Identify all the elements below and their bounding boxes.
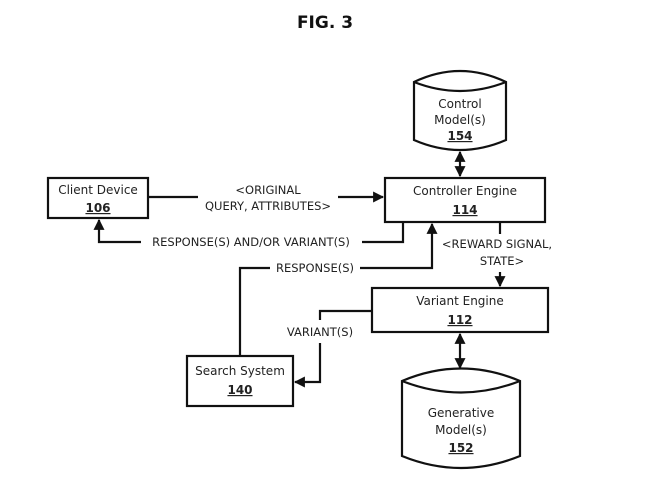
responses-variants-label: RESPONSE(S) AND/OR VARIANT(S) [152, 235, 350, 249]
variant-engine-box: Variant Engine 112 [370, 286, 550, 334]
generative-models-label-1: Generative [428, 406, 494, 420]
figure-title: FIG. 3 [297, 13, 353, 33]
client-device-ref: 106 [85, 201, 110, 215]
reward-label-2: STATE> [480, 254, 524, 268]
client-device-label: Client Device [58, 183, 138, 197]
generative-models-cylinder: Generative Model(s) 152 [400, 367, 522, 470]
query-label-1: <ORIGINAL [235, 183, 301, 197]
control-models-ref: 154 [447, 129, 472, 143]
control-models-label-1: Control [438, 97, 481, 111]
controller-engine-label: Controller Engine [413, 184, 517, 198]
responses-variants-line-right [362, 222, 405, 244]
search-system-ref: 140 [227, 383, 252, 397]
controller-engine-ref: 114 [452, 203, 477, 217]
search-system-label: Search System [195, 364, 285, 378]
responses-label: RESPONSE(S) [276, 261, 354, 275]
variants-line-top [318, 309, 372, 320]
responses-variants-arrow [93, 218, 141, 244]
control-models-cylinder: Control Model(s) 154 [412, 69, 508, 152]
generative-models-ref: 152 [448, 441, 473, 455]
responses-line-left [238, 266, 270, 356]
responses-arrow [360, 222, 438, 270]
variant-engine-label: Variant Engine [416, 294, 504, 308]
query-label-2: QUERY, ATTRIBUTES> [205, 199, 331, 213]
controller-engine-box: Controller Engine 114 [383, 176, 547, 224]
variants-arrow [293, 343, 322, 388]
client-device-box: Client Device 106 [46, 176, 150, 220]
variants-label: VARIANT(S) [287, 325, 353, 339]
search-system-box: Search System 140 [185, 354, 295, 408]
control-models-label-2: Model(s) [434, 113, 486, 127]
variant-engine-ref: 112 [447, 313, 472, 327]
generative-models-label-2: Model(s) [435, 423, 487, 437]
reward-label-1: <REWARD SIGNAL, [442, 237, 552, 251]
